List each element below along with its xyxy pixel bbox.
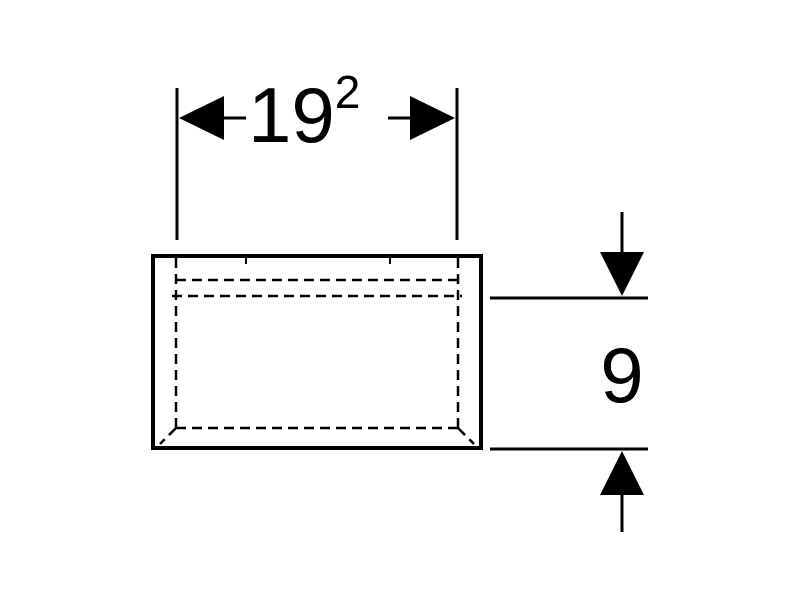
width-label: 192	[248, 66, 360, 159]
height-arrow-top	[600, 252, 644, 296]
hidden-line-corner-right	[457, 427, 475, 445]
width-arrow-left	[179, 96, 224, 140]
width-label-base: 19	[248, 71, 335, 159]
height-arrow-bottom	[600, 451, 644, 495]
hidden-line-corner-left	[159, 427, 177, 445]
width-label-superscript: 2	[335, 66, 361, 118]
width-arrow-right	[410, 96, 455, 140]
cabinet-outline	[151, 254, 483, 450]
height-label: 9	[600, 331, 643, 419]
hidden-lines	[159, 258, 475, 445]
